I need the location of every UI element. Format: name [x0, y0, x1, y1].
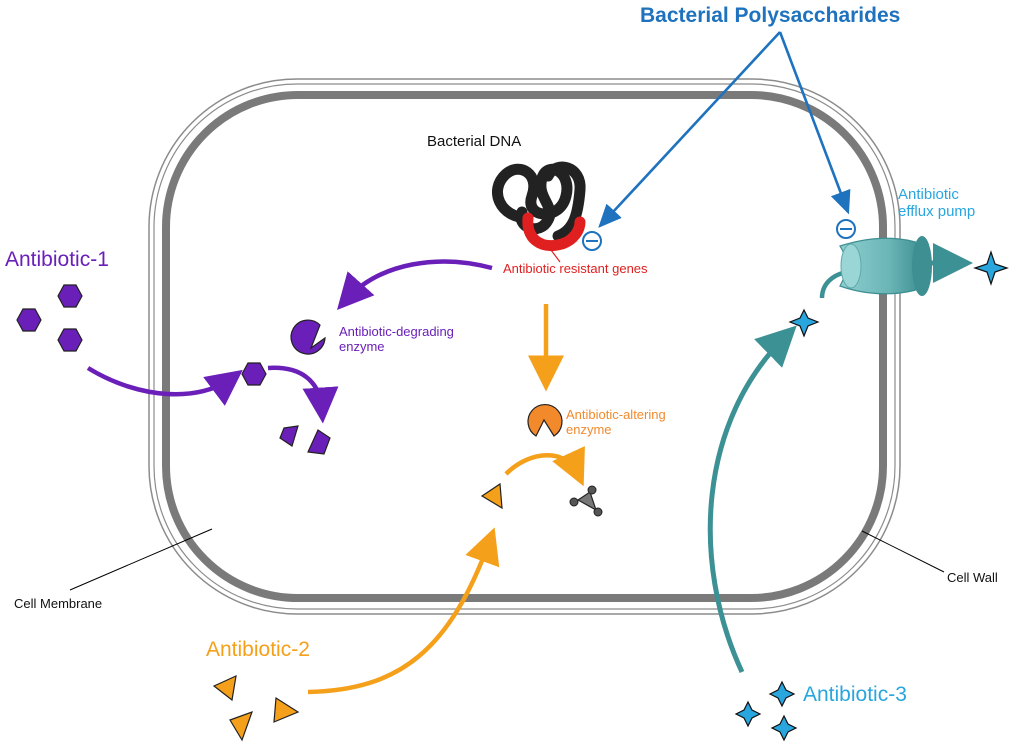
antibiotic-2-triangle: [212, 674, 237, 702]
antibiotic-efflux-pump-label: Antibiotic efflux pump: [898, 186, 976, 221]
cell-membrane-leader: [69, 528, 213, 591]
antibiotic-1-hexagon: [57, 328, 83, 352]
altering-enzyme-icon: [527, 403, 563, 437]
antibiotic-2-triangle: [229, 711, 253, 742]
efflux-pump-icon: [839, 236, 932, 296]
antibiotic-3-star: [768, 680, 796, 708]
degrading-enzyme-icon: [290, 319, 326, 355]
antibiotic-3-star-expelled: [973, 250, 1009, 286]
minus-circle-icon-dna: [582, 231, 602, 251]
arrow-antibiotic-3-entry: [707, 325, 797, 674]
cell-wall-label: Cell Wall: [947, 570, 998, 585]
antibiotic-3-star-inside: [788, 308, 820, 338]
antibiotic-1-hexagon: [57, 284, 83, 308]
antibiotic-2-triangle-inside: [480, 482, 503, 510]
arrow-genes-to-degrading-enzyme: [336, 259, 493, 311]
antibiotic-1-hexagon-inside: [241, 362, 267, 386]
antibiotic-1-hexagon: [16, 308, 42, 332]
polysaccharide-arrow-to-pump: [778, 31, 851, 215]
cell-wall-leader: [861, 530, 945, 573]
polysaccharide-arrow-to-dna: [598, 31, 781, 228]
arrow-antibiotic-2-entry: [307, 527, 500, 695]
antibiotic-2-triangle: [273, 696, 300, 723]
cell-membrane: [162, 91, 887, 602]
minus-circle-icon-pump: [836, 219, 856, 239]
antibiotic-3-molecules: [734, 250, 1009, 742]
antibiotic-degrading-enzyme-label: Antibiotic-degrading enzyme: [339, 324, 454, 354]
arrow-antibiotic-1-degradation: [267, 365, 339, 424]
arrow-antibiotic-2-alteration: [504, 446, 585, 487]
antibiotic-1-molecules: [16, 284, 83, 352]
cell-wall: [148, 78, 901, 615]
antibiotic-altering-enzyme-label: Antibiotic-altering enzyme: [566, 407, 666, 437]
antibiotic-3-star: [770, 714, 798, 742]
cell-membrane-label: Cell Membrane: [14, 596, 103, 611]
antibiotic-1-label: Antibiotic-1: [5, 248, 109, 271]
bacterial-polysaccharides-label: Bacterial Polysaccharides: [640, 4, 901, 27]
cell-wall-inner-line: [153, 83, 896, 610]
antibiotic-3-label: Antibiotic-3: [803, 683, 907, 706]
altered-antibiotic-2-icon: [569, 485, 603, 517]
resistant-genes-leader: [547, 245, 561, 263]
degraded-antibiotic-1-fragments: [279, 425, 331, 455]
antibiotic-3-star: [734, 700, 762, 728]
antibiotic-2-label: Antibiotic-2: [206, 638, 310, 661]
antibiotic-resistant-genes-label: Antibiotic resistant genes: [503, 261, 648, 276]
arrow-antibiotic-1-entry: [86, 366, 243, 406]
bacterial-dna-icon: [492, 161, 586, 251]
antibiotic-2-molecules: [212, 674, 300, 742]
bacterial-dna-label: Bacterial DNA: [427, 133, 522, 150]
